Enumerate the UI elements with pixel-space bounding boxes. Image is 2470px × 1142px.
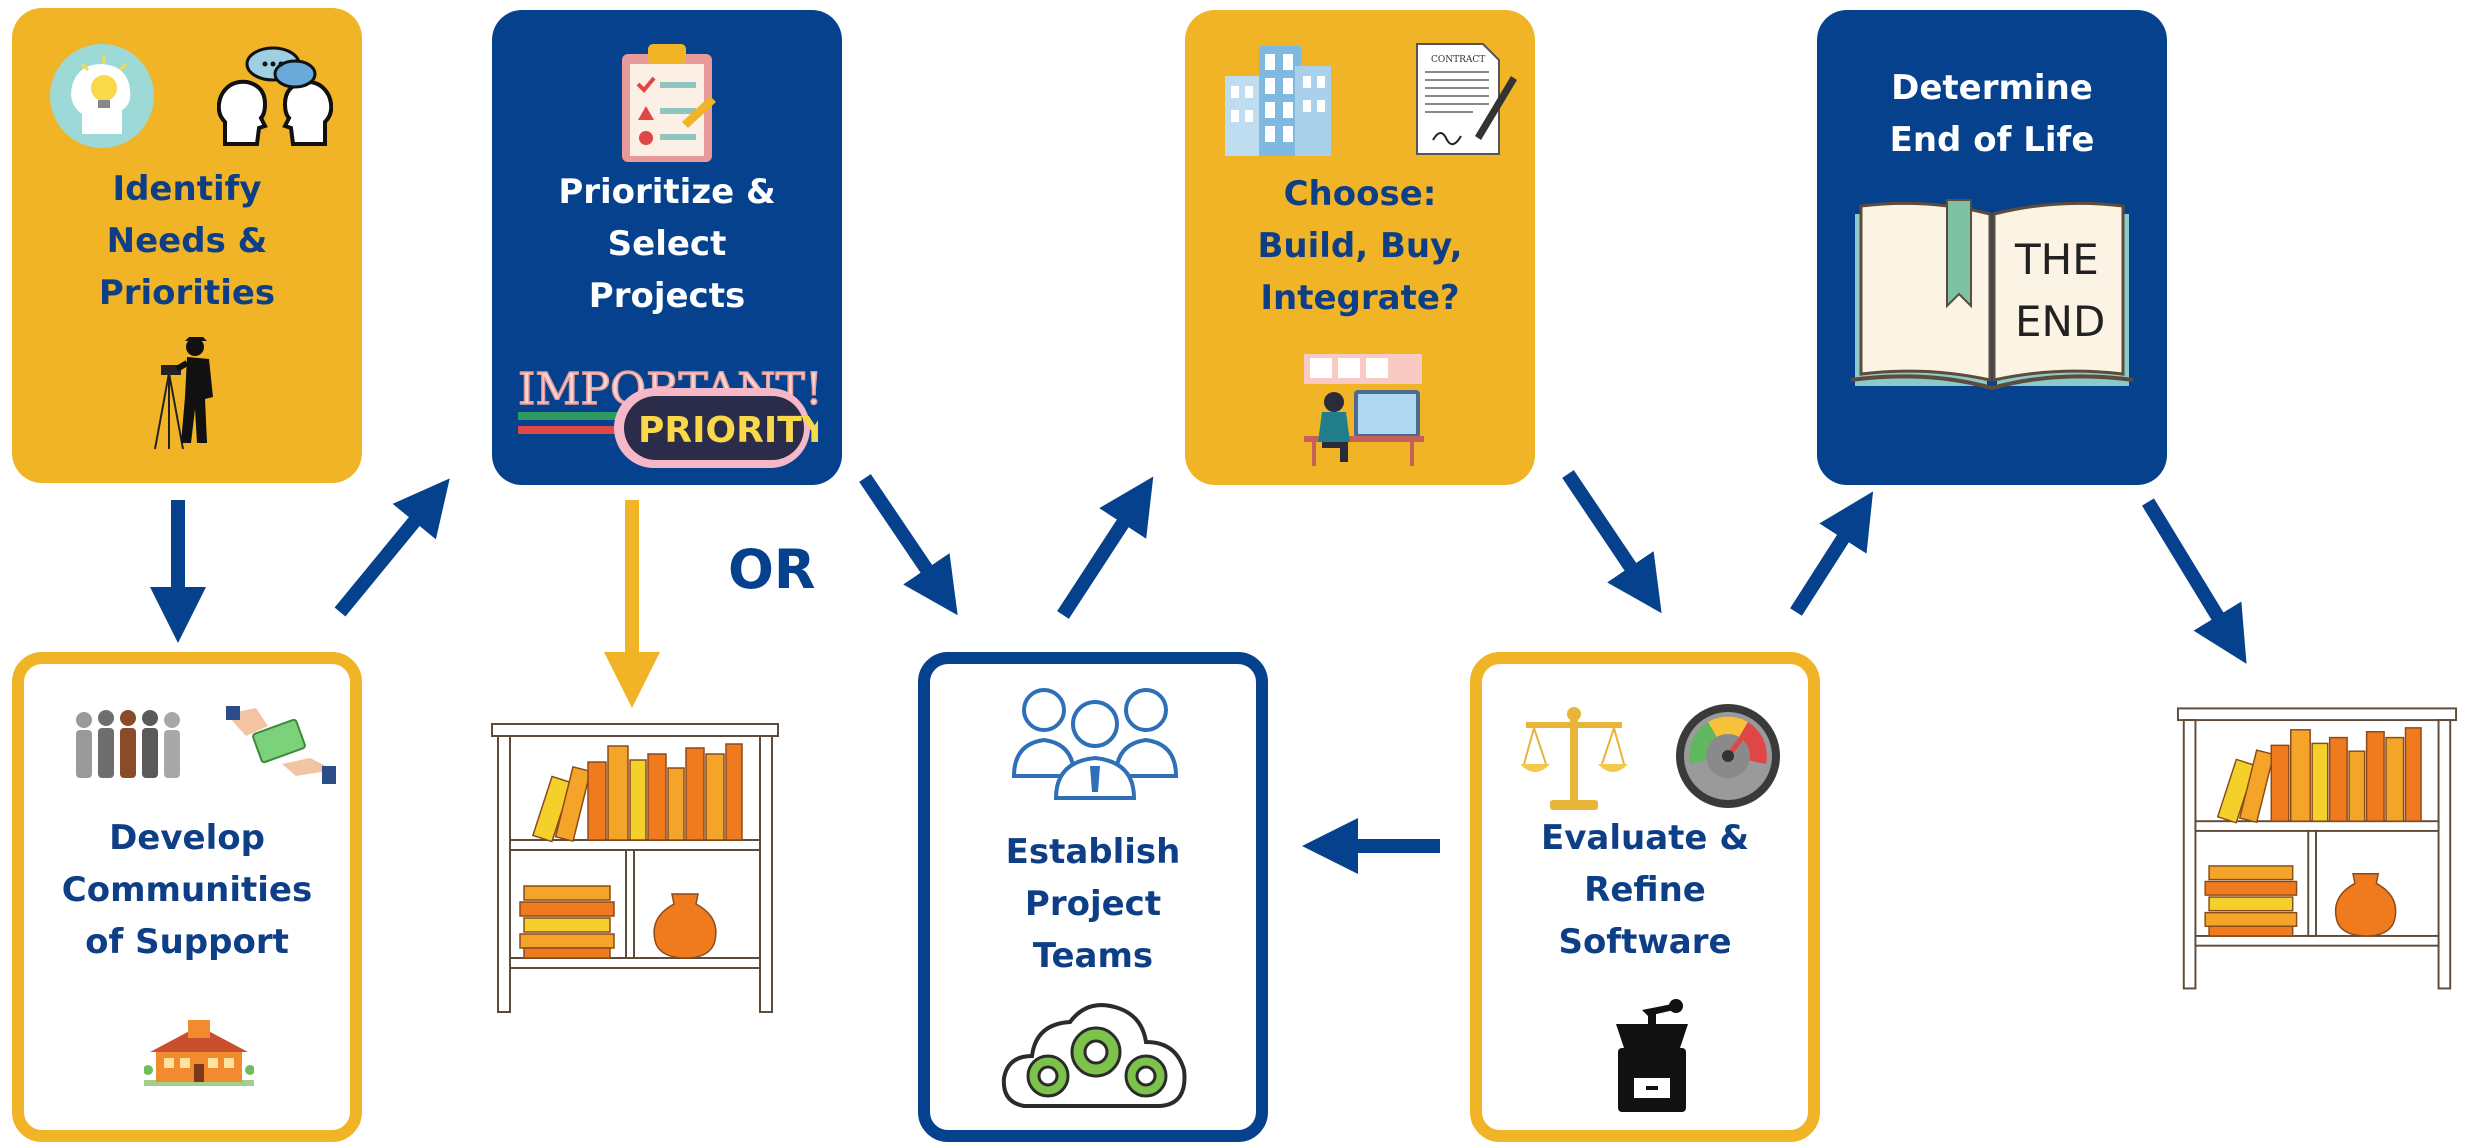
coffee-grinder-icon <box>1616 999 1688 1112</box>
priority-sticker-text: PRIORITY <box>638 410 818 451</box>
office-building-icon <box>1225 46 1331 156</box>
step-choose-card: CONTRACT Choose: Build, Buy, Integrate? <box>1185 10 1535 485</box>
balance-scale-icon <box>1520 707 1628 810</box>
money-handoff-icon <box>226 706 336 784</box>
step-evaluate-card: Evaluate & Refine Software <box>1470 652 1820 1142</box>
arrow-end-to-shelf <box>2142 498 2247 664</box>
cloud-gears-icon <box>1001 1003 1187 1108</box>
clipboard-checklist-icon <box>622 44 716 162</box>
team-people-icon <box>1011 688 1179 800</box>
speedometer-gauge-icon <box>1676 704 1780 808</box>
arrow-communities-to-prioritize <box>334 478 450 617</box>
community-house-icon <box>144 1020 254 1086</box>
step-evaluate-label: Evaluate & Refine Software <box>1541 818 1749 962</box>
step-communities-label: Develop Communities of Support <box>61 818 313 962</box>
developer-workstation-icon <box>1304 354 1424 466</box>
surveyor-icon <box>154 337 213 450</box>
step-teams-label: Establish Project Teams <box>1005 832 1181 976</box>
step-end-of-life-card: Determine End of Life THE END <box>1817 10 2167 485</box>
arrow-choose-to-evaluate <box>1562 470 1662 614</box>
or-label: OR <box>728 538 816 601</box>
step-identify-card: Identify Needs & Priorities <box>12 8 362 483</box>
conversation-heads-icon <box>217 46 333 146</box>
step-identify-label: Identify Needs & Priorities <box>98 169 276 313</box>
book-text-the: THE <box>2014 235 2099 284</box>
arrow-prioritize-to-teams <box>859 474 958 616</box>
priority-sticker-icon: IMPORTANT! PRIORITY <box>518 363 818 468</box>
step-choose-label: Choose: Build, Buy, Integrate? <box>1257 174 1463 318</box>
step-teams-card: Establish Project Teams <box>918 652 1268 1142</box>
step-prioritize-label: Prioritize & Select Projects <box>558 172 776 316</box>
contract-document-icon: CONTRACT <box>1416 43 1517 155</box>
step-prioritize-card: Prioritize & Select Projects IMPORTANT! … <box>492 10 842 485</box>
arrow-teams-to-choose <box>1057 476 1154 619</box>
idea-head-icon <box>50 44 154 148</box>
the-end-book-icon: THE END <box>1850 199 2134 391</box>
step-communities-card: Develop Communities of Support <box>12 652 362 1142</box>
book-text-end: END <box>2015 297 2105 346</box>
arrow-evaluate-to-end <box>1790 491 1874 616</box>
contract-label-text: CONTRACT <box>1431 55 1485 65</box>
bookshelf-icon <box>2176 707 2458 990</box>
community-group-icon <box>76 710 180 778</box>
step-end-of-life-label: Determine End of Life <box>1889 68 2095 160</box>
bookshelf-icon <box>491 723 779 1013</box>
